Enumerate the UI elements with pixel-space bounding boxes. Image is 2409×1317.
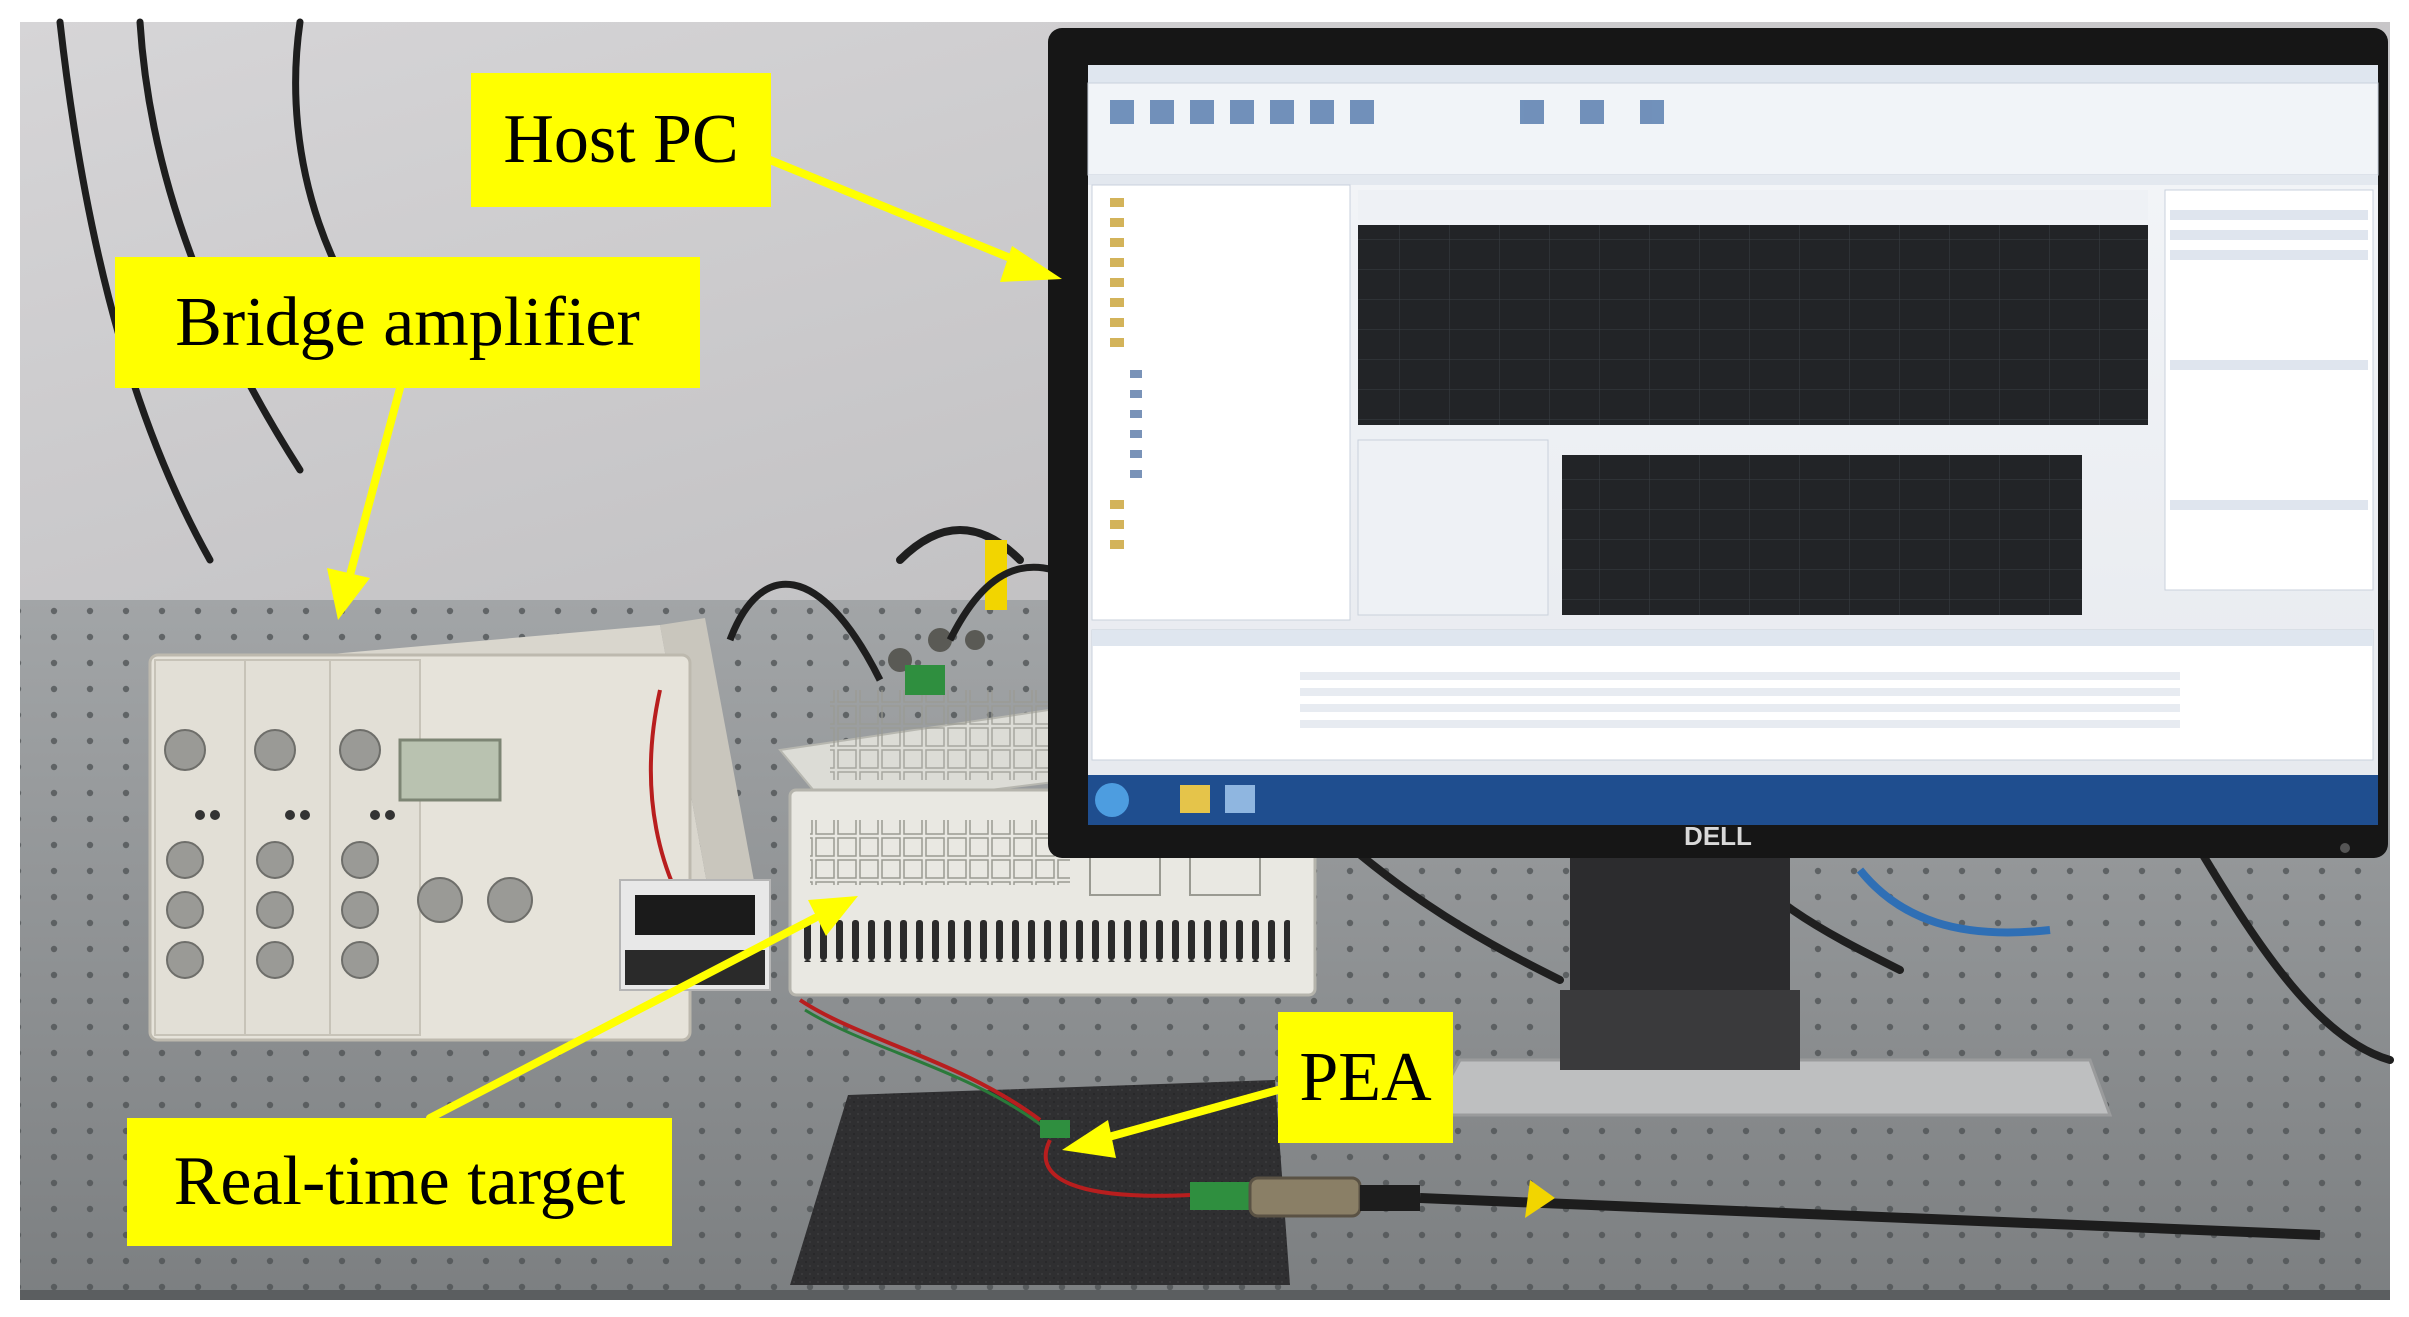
callout-real-time-target: Real-time target <box>127 1118 672 1246</box>
amplifier-lcd <box>398 738 502 802</box>
start-icon <box>1095 783 1129 817</box>
monitor: DELL <box>1048 28 2388 858</box>
callout-pea: PEA <box>1278 1012 1453 1143</box>
callout-bridge-amplifier: Bridge amplifier <box>115 257 700 388</box>
bridge-amplifier <box>148 618 765 1042</box>
arrow-bridge-amplifier <box>327 384 404 620</box>
monitor-logo: DELL <box>1684 821 1752 851</box>
yellow-tag <box>985 540 1007 610</box>
callout-host-pc: Host PC <box>471 73 771 207</box>
connector-block <box>619 879 771 991</box>
pea-sensor <box>798 998 2321 1240</box>
blue-cable <box>1856 867 2051 937</box>
monitor-stand <box>1427 830 2113 1117</box>
arrow-host-pc <box>766 156 1062 282</box>
arrow-real-time-target <box>426 896 858 1122</box>
green-connector <box>905 665 945 695</box>
table-edge <box>20 1290 2390 1300</box>
plot-area-bottom <box>1562 455 2082 615</box>
callout-arrows <box>327 156 1282 1158</box>
taskbar <box>1088 775 2378 825</box>
foam-mat <box>790 1080 1290 1285</box>
arrow-pea <box>1062 1086 1282 1158</box>
plot-area-top <box>1358 225 2148 425</box>
